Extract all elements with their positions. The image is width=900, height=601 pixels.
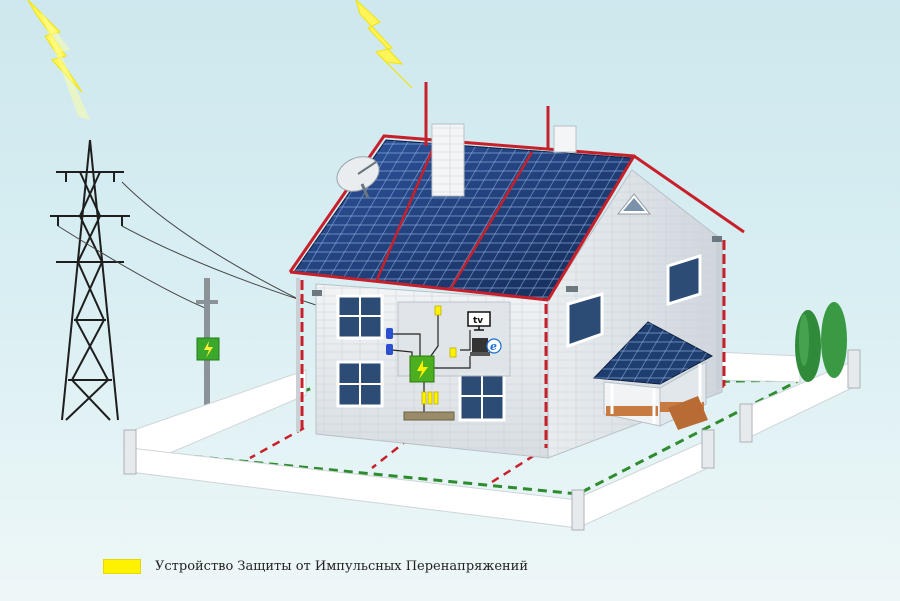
lightning-bolt-icon <box>355 0 413 89</box>
house: tv e <box>288 82 745 459</box>
legend-label: Устройство Защиты от Импульсных Перенапр… <box>155 559 529 574</box>
tv-label: tv <box>473 316 483 326</box>
utility-pole <box>196 278 220 432</box>
lightning-bolt-icon <box>27 0 90 120</box>
picket-fence <box>123 349 861 531</box>
satellite-dish-icon <box>336 156 380 199</box>
computer-label: e <box>490 340 497 353</box>
cypress-tree-icon <box>795 302 847 382</box>
surge-protector-icon <box>204 341 213 358</box>
computer-icon: e <box>470 338 502 356</box>
power-tower-icon <box>50 139 130 421</box>
surge-protector-icon <box>409 355 435 383</box>
legend: Устройство Защиты от Импульсных Перенапр… <box>103 559 528 574</box>
tv-icon: tv <box>467 311 491 331</box>
power-lines <box>57 181 317 311</box>
legend-swatch-spd <box>103 559 141 574</box>
